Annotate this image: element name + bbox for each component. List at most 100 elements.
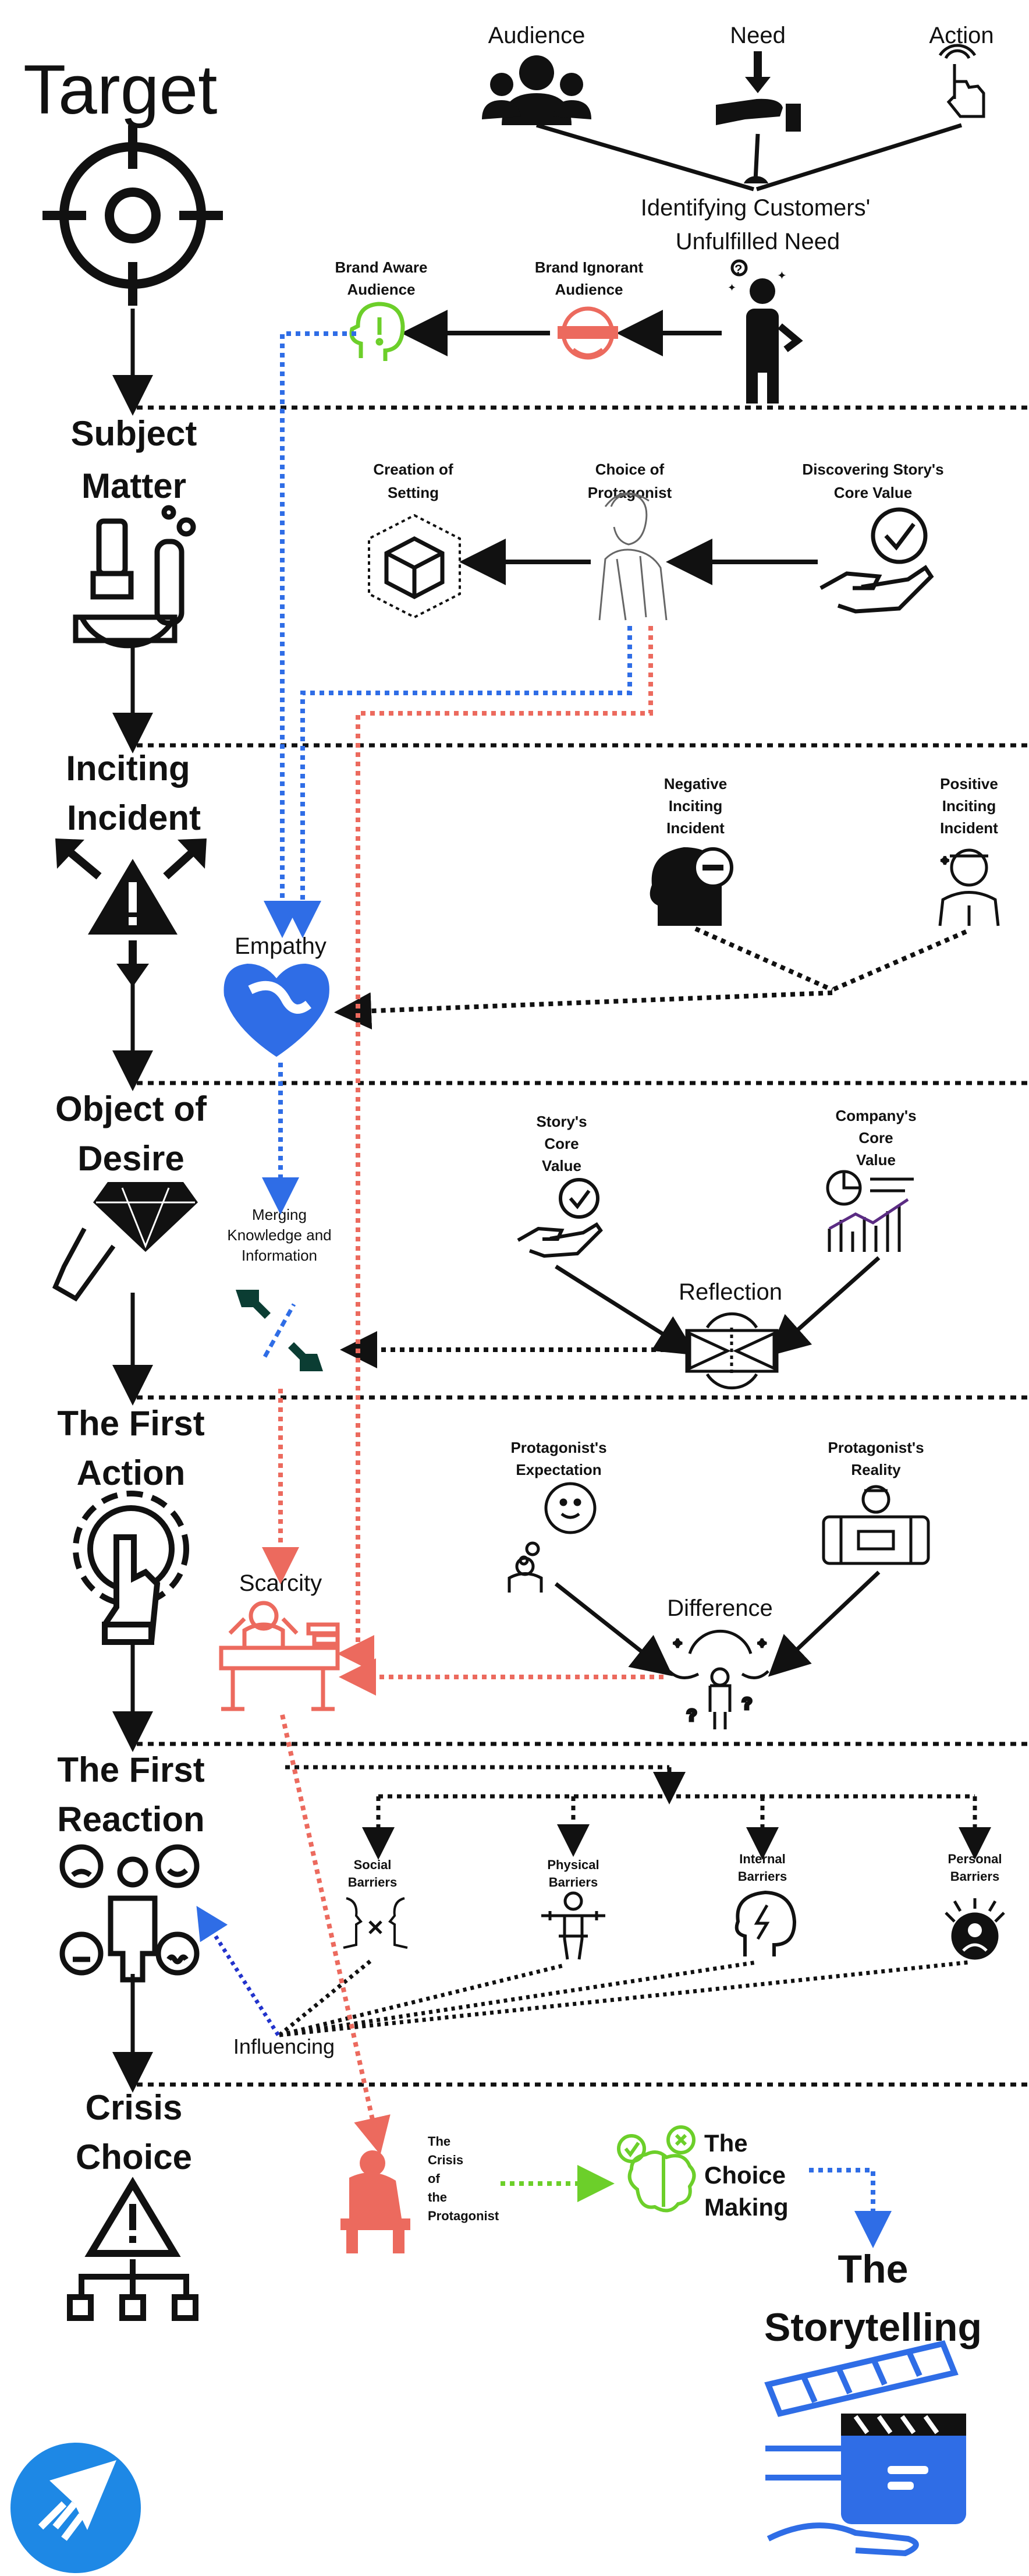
crisis-line4: the [428,2190,447,2205]
diamond-hand-icon [52,1182,198,1302]
target-icon [42,125,223,306]
personal-line2: Barriers [950,1869,999,1884]
story-core-line1: Story's [536,1113,587,1130]
protagonist-sketch-icon [598,492,668,621]
brand-aware-line2: Audience [347,281,415,298]
brand-aware-to-empathy [264,331,356,938]
svg-text:?: ? [687,1706,697,1724]
setting-line2: Setting [388,484,439,501]
negative-line1: Negative [664,775,727,792]
crisis-line5: Protagonist [428,2209,499,2223]
choice-to-storytelling [809,2168,892,2248]
choice-line3: Making [704,2193,789,2221]
positive-line3: Incident [940,819,998,837]
story-core-line2: Core [544,1135,579,1152]
setting-line1: Creation of [373,461,453,478]
physical-line2: Barriers [549,1875,598,1889]
reality-vr-icon [822,1485,930,1565]
stage-inciting-line1: Inciting [66,749,190,788]
expectation-line2: Expectation [516,1461,601,1478]
personal-barrier-icon [945,1898,1005,1960]
internal-line1: Internal [739,1852,785,1866]
social-line1: Social [354,1857,392,1872]
core-value-line1: Discovering Story's [802,461,943,478]
influencing-label: Influencing [233,2034,335,2058]
person-emotions-icon [59,1844,200,1983]
barrier-influence-lines [278,1958,970,2037]
merging-line3: Information [242,1247,317,1264]
svg-text:✦: ✦ [777,270,787,282]
svg-text:?: ? [742,1694,752,1712]
action-label: Action [929,23,993,48]
svg-text:?: ? [735,262,742,277]
merging-line2: Knowledge and [227,1226,331,1244]
company-chart-icon [826,1170,914,1252]
reality-line2: Reality [851,1461,901,1478]
expectation-icon [508,1482,597,1593]
storytelling-line1: The [838,2247,909,2291]
crisis-hierarchy-icon [67,2177,198,2321]
social-line2: Barriers [348,1875,397,1889]
positive-line1: Positive [940,775,998,792]
barrier-distribution [285,1765,991,1860]
tap-action-icon [938,44,985,118]
scarcity-to-crisis [280,1714,391,2155]
audience-icon [482,55,591,125]
crisis-line3: of [428,2171,440,2186]
difference-icon: ✦ ✦ ? ? [668,1629,769,1729]
page-title: Target [23,51,218,129]
svg-text:✦: ✦ [757,1636,767,1651]
core-value-hand-icon [819,507,934,614]
svg-text:✦: ✦ [728,282,736,293]
crisis-line1: The [428,2134,450,2149]
negative-line3: Incident [666,819,725,837]
choice-brain-icon [617,2125,696,2213]
positive-line2: Inciting [942,797,996,815]
negative-line2: Inciting [669,797,722,815]
scarcity-desk-icon [219,1601,340,1711]
microscope-icon [73,505,196,649]
storytelling-line2: Storytelling [764,2305,982,2349]
negative-head-icon [650,847,733,926]
reflection-arrows [555,1256,881,1357]
section-dividers [137,405,1029,2087]
choice-line2: Choice [704,2161,786,2189]
merge-arrows-icon [236,1290,323,1371]
story-value-hand-icon [517,1178,603,1258]
company-core-line2: Core [858,1129,893,1147]
stage-object-line2: Desire [77,1139,184,1178]
story-core-line3: Value [542,1157,581,1174]
cloche-icon [744,176,768,183]
need-label: Need [730,23,786,48]
difference-label: Difference [667,1595,773,1621]
internal-barrier-icon [735,1890,797,1956]
need-icon [716,51,801,132]
stage-inciting-line2: Incident [67,798,201,837]
stage-crisis-line2: Choice [76,2138,192,2177]
svg-text:✦: ✦ [940,855,950,868]
scarcity-label: Scarcity [239,1570,322,1596]
inciting-converge [334,926,967,1030]
reflection-icon [685,1312,779,1390]
expectation-line1: Protagonist's [510,1439,606,1456]
clapperboard-icon [764,2340,966,2557]
setting-cube-icon [368,514,461,619]
protagonist-line1: Choice of [595,461,665,478]
social-barrier-icon [343,1897,408,1949]
stage-object-line1: Object of [55,1089,207,1128]
brand-ignorant-line2: Audience [555,281,623,298]
company-core-line1: Company's [835,1107,916,1124]
brand-ignorant-line1: Brand Ignorant [535,259,644,276]
stage-first-reaction-line1: The First [57,1750,204,1789]
audience-label: Audience [488,23,586,48]
stage-crisis-line1: Crisis [86,2088,183,2127]
brand-aware-line1: Brand Aware [335,259,428,276]
crisis-person-icon [340,2150,410,2253]
gear-hand-icon [73,1491,189,1645]
protagonist-to-empathy [284,626,632,938]
positive-person-icon: ✦ [939,848,1000,926]
difference-arrows [554,1570,881,1677]
handshake-line [248,981,311,1014]
crisis-line2: Crisis [428,2153,463,2167]
